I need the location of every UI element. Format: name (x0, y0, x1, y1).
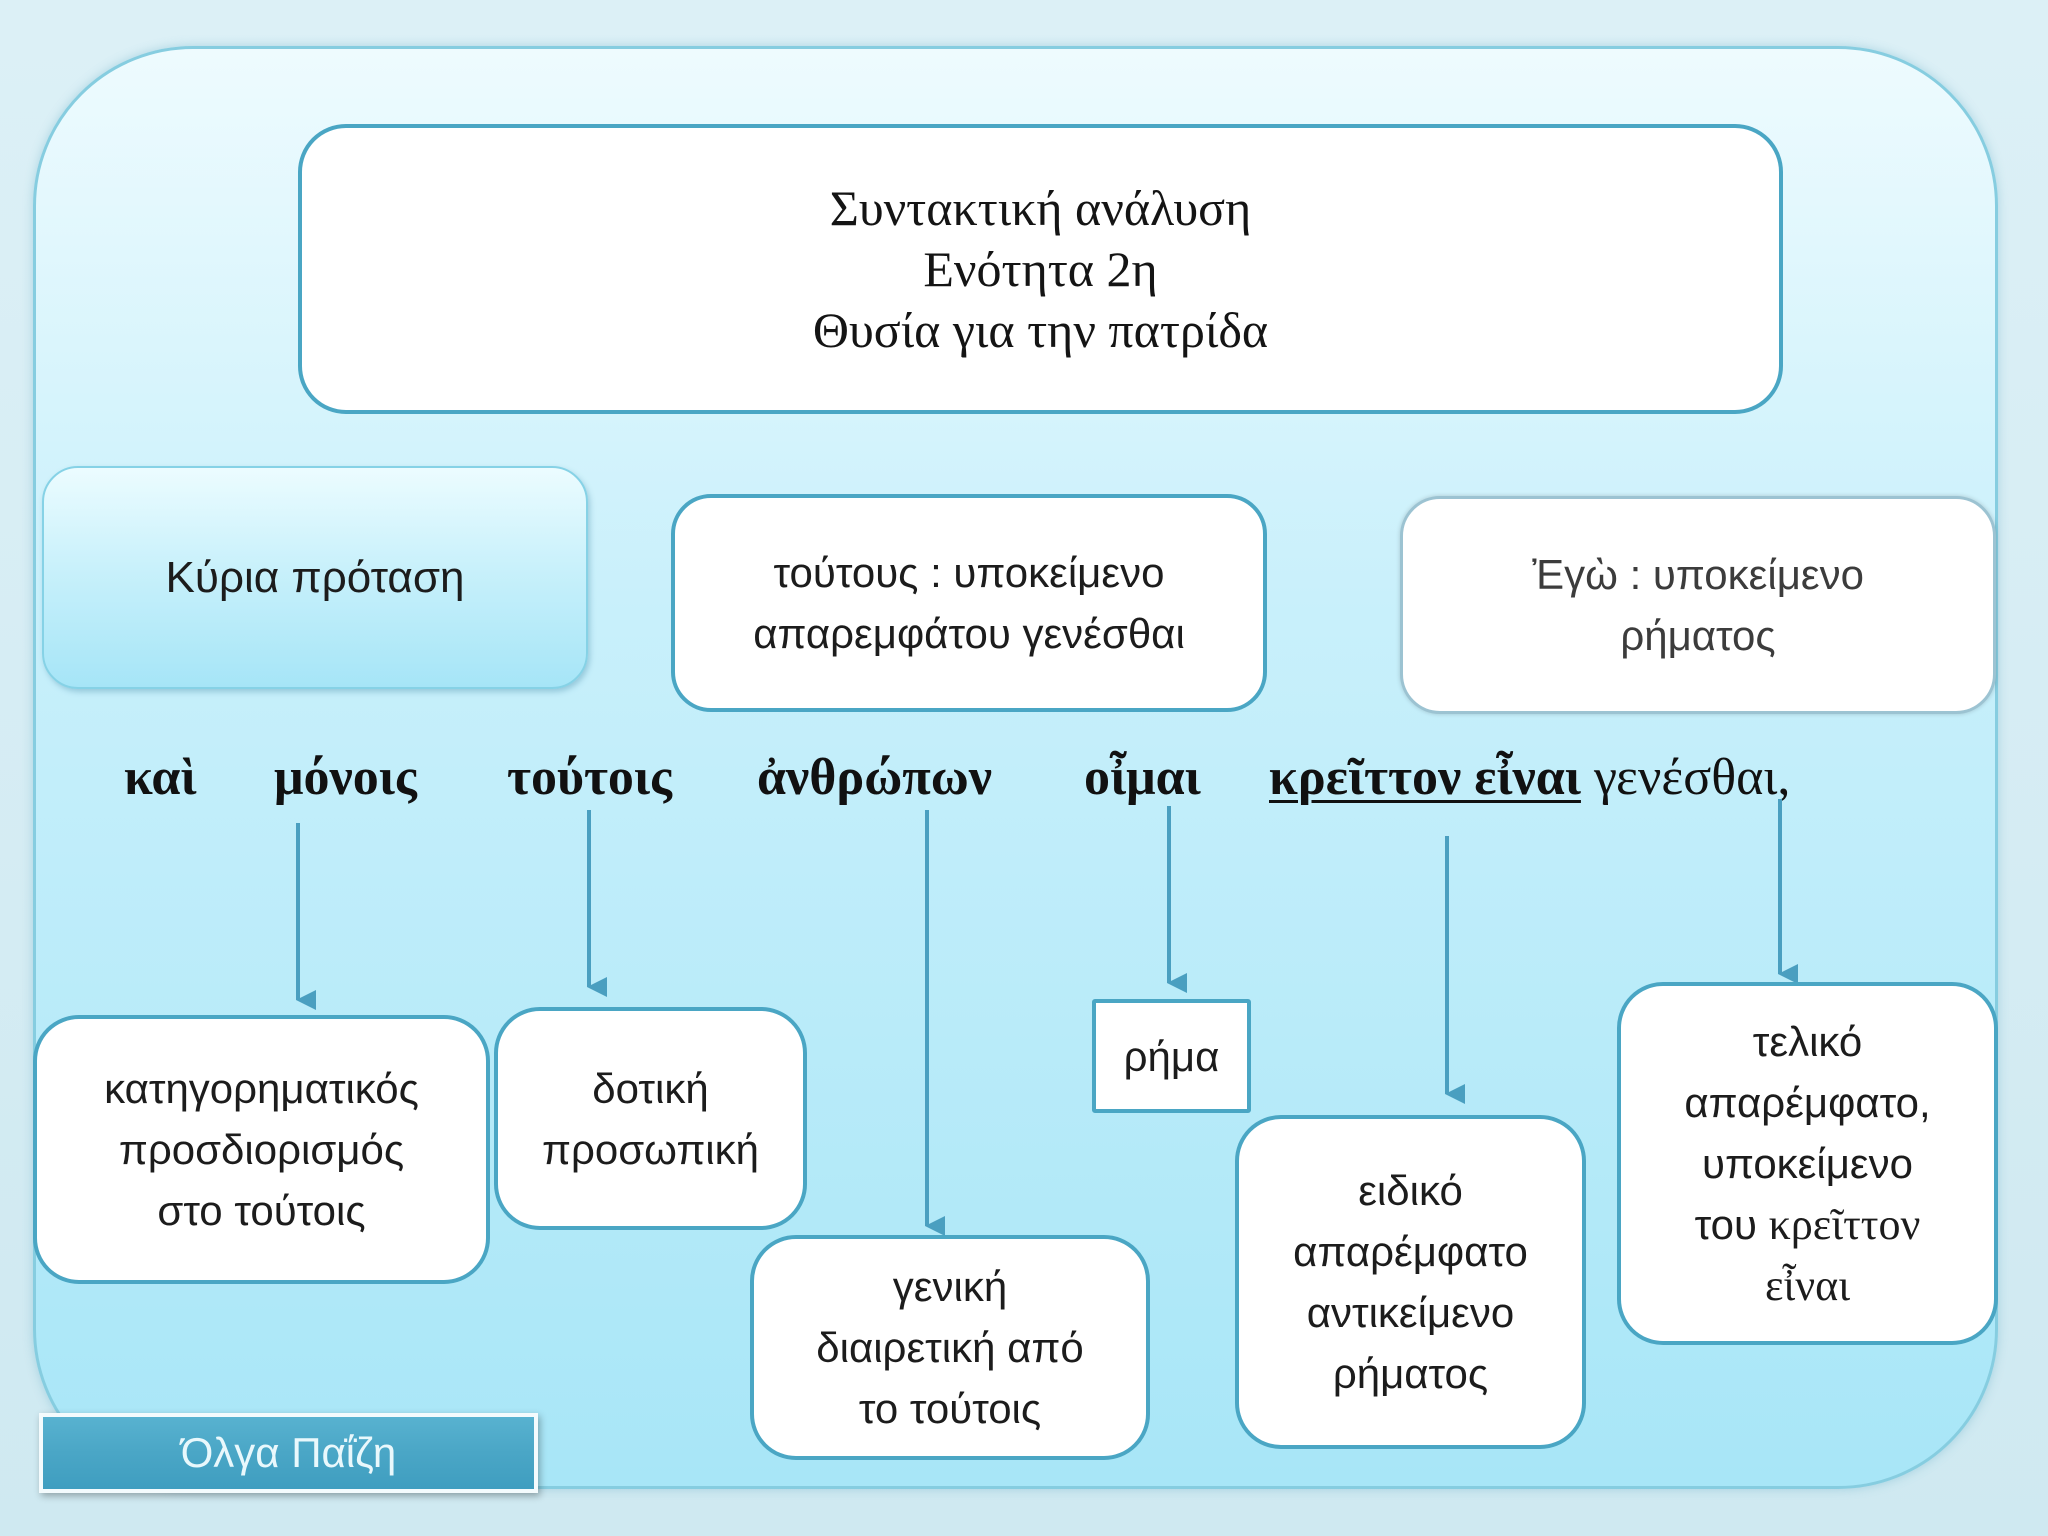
analysis-line: τελικό (1752, 1018, 1863, 1065)
analysis-line: του κρεῖττον (1695, 1194, 1921, 1255)
analysis-greek-term: κρεῖττον (1768, 1200, 1921, 1249)
analysis-line: απαρέμφατο (1293, 1228, 1528, 1275)
sentence-word: μόνοις (274, 749, 417, 806)
analysis-greek-term: εἶναι (1764, 1261, 1851, 1310)
note-line: τούτους : υποκείμενο (773, 549, 1165, 596)
verb-box: ρήμα (1092, 999, 1251, 1113)
analysis-line: προσωπική (541, 1125, 759, 1173)
author-badge: Όλγα Παΐζη (39, 1413, 538, 1493)
title-line: Θυσία για την πατρίδα (812, 301, 1269, 358)
main-clause-label: Κύρια πρόταση (165, 553, 465, 602)
sentence-tail: κρεῖττον εἶναι γενέσθαι, (1269, 748, 1790, 808)
analysis-prefix: του (1694, 1201, 1757, 1248)
analysis-line: υποκείμενο (1701, 1140, 1914, 1187)
analysis-line: στο τούτοις (157, 1187, 366, 1234)
analysis-line: εἶναι (1765, 1255, 1850, 1316)
note-line: Ἐγὼ : υποκείμενο (1532, 551, 1864, 598)
dative-box: δοτική προσωπική (494, 1007, 807, 1230)
infinitive-object-box: ειδικό απαρέμφατο αντικείμενο ρήματος (1235, 1115, 1586, 1449)
author-name: Όλγα Παΐζη (180, 1429, 397, 1476)
analysis-line: αντικείμενο (1306, 1289, 1515, 1336)
sentence-word: καὶ (124, 749, 197, 806)
analysis-line: κατηγορηματικός (104, 1065, 419, 1112)
analysis-line: ρήμα (1123, 1032, 1220, 1080)
verb-subject-box: Ἐγὼ : υποκείμενο ρήματος (1400, 496, 1996, 714)
title-line: Ενότητα 2η (923, 240, 1158, 297)
analysis-line: το τούτοις (858, 1385, 1042, 1432)
note-line: ρήματος (1620, 612, 1776, 659)
analysis-line: απαρέμφατο, (1684, 1079, 1931, 1126)
partitive-genitive-box: γενική διαιρετική από το τούτοις (750, 1235, 1150, 1460)
title-line: Συντακτική ανάλυση (829, 179, 1252, 236)
analysis-line: γενική (892, 1263, 1008, 1310)
infinitive-subject-box: τούτους : υποκείμενο απαρεμφάτου γενέσθα… (671, 494, 1267, 712)
final-infinitive-box: τελικό απαρέμφατο, υποκείμενο του κρεῖττ… (1617, 982, 1998, 1345)
sentence-word-underlined: κρεῖττον εἶναι (1269, 749, 1581, 806)
sentence-word: τούτοις (507, 749, 672, 806)
main-clause-box: Κύρια πρόταση (42, 466, 588, 689)
sentence-word: ἀνθρώπων (757, 749, 992, 806)
sentence-word: οἶμαι (1084, 749, 1201, 806)
analysis-line: προσδιορισμός (118, 1126, 405, 1173)
analysis-line: διαιρετική από (816, 1324, 1084, 1371)
analysis-line: ειδικό (1358, 1167, 1463, 1214)
sentence-word: γενέσθαι, (1593, 749, 1791, 806)
note-line: απαρεμφάτου γενέσθαι (753, 610, 1185, 657)
analysis-line: δοτική (592, 1064, 709, 1112)
title-box: Συντακτική ανάλυση Ενότητα 2η Θυσία για … (298, 124, 1783, 414)
predicative-box: κατηγορηματικός προσδιορισμός στο τούτοι… (33, 1015, 490, 1284)
analysis-line: ρήματος (1332, 1350, 1489, 1397)
